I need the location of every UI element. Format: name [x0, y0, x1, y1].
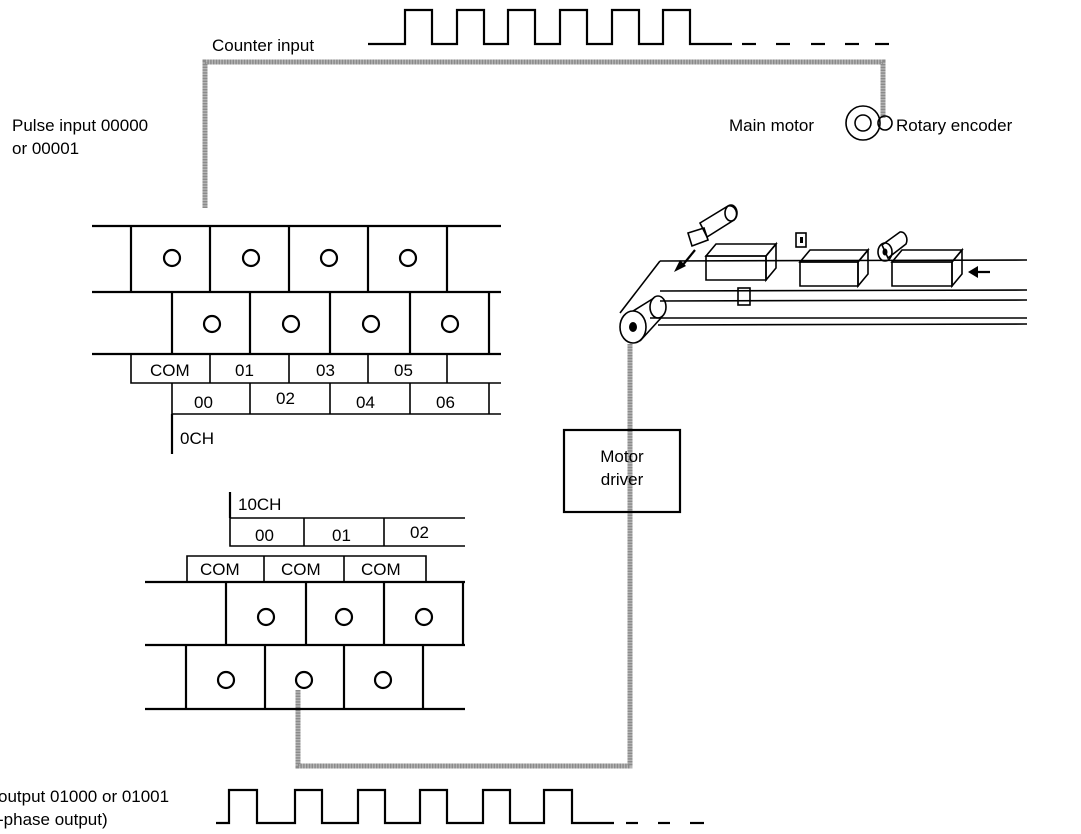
input-terminal-05: 05: [394, 361, 413, 380]
output-terminal-block: [145, 492, 465, 711]
motor-driver-label-line1: Motor: [600, 447, 644, 466]
conveyor-direction-arrow-icon: [968, 266, 990, 278]
input-screw: [440, 314, 460, 334]
input-terminal-com: COM: [150, 361, 190, 380]
pulse-input-label-line1: Pulse input 00000: [12, 116, 148, 135]
motor-drive-cable: [295, 344, 633, 769]
pulse-output-label-line2: -phase output): [0, 810, 108, 829]
input-terminal-01: 01: [235, 361, 254, 380]
counter-input-waveform: [368, 8, 889, 46]
output-terminal-01: 01: [332, 526, 351, 545]
input-screw: [162, 248, 182, 268]
conveyor-box: [704, 241, 778, 283]
input-terminal-04: 04: [356, 393, 375, 412]
input-screw: [319, 248, 339, 268]
main-motor-label: Main motor: [729, 116, 814, 135]
sensor-icon: [737, 287, 751, 306]
input-terminal-00: 00: [194, 393, 213, 412]
pulse-input-label-line2: or 00001: [12, 139, 79, 158]
pusher-cylinder-icon: [674, 204, 738, 272]
input-terminal-06: 06: [436, 393, 455, 412]
output-terminal-02: 02: [410, 523, 429, 542]
output-screw: [334, 607, 354, 627]
conveyor-illustration: [619, 204, 1028, 344]
output-screw: [414, 607, 434, 627]
conveyor-box: [890, 247, 964, 289]
conveyor-box: [798, 247, 870, 289]
output-terminal-00: 00: [255, 526, 274, 545]
output-screw: [294, 670, 314, 690]
pulse-output-waveform: [216, 788, 704, 825]
output-screw: [373, 670, 393, 690]
pulse-output-label-line1: output 01000 or 01001: [0, 787, 169, 806]
output-screw: [256, 607, 276, 627]
input-terminal-02: 02: [276, 389, 295, 408]
input-screw: [281, 314, 301, 334]
rotary-encoder-icon: [877, 115, 893, 131]
output-screw: [216, 670, 236, 690]
input-screw: [202, 314, 222, 334]
input-terminal-03: 03: [316, 361, 335, 380]
output-channel-label: 10CH: [238, 495, 281, 514]
rotary-encoder-label: Rotary encoder: [896, 116, 1013, 135]
counter-input-label: Counter input: [212, 36, 314, 55]
input-screw: [241, 248, 261, 268]
input-terminal-block: [92, 224, 501, 454]
output-terminal-com-3: COM: [361, 560, 401, 579]
output-terminal-com-1: COM: [200, 560, 240, 579]
photo-sensor-icon: [877, 231, 908, 262]
input-channel-label: 0CH: [180, 429, 214, 448]
output-terminal-com-2: COM: [281, 560, 321, 579]
main-motor-icon: [845, 105, 881, 141]
motor-driver-label-line2: driver: [601, 470, 644, 489]
input-screw: [361, 314, 381, 334]
input-screw: [398, 248, 418, 268]
sensor-icon: [795, 232, 807, 248]
motor-driver-box: [562, 428, 682, 514]
encoder-cable: [202, 59, 886, 208]
conveyor-roller-icon: [619, 295, 667, 344]
